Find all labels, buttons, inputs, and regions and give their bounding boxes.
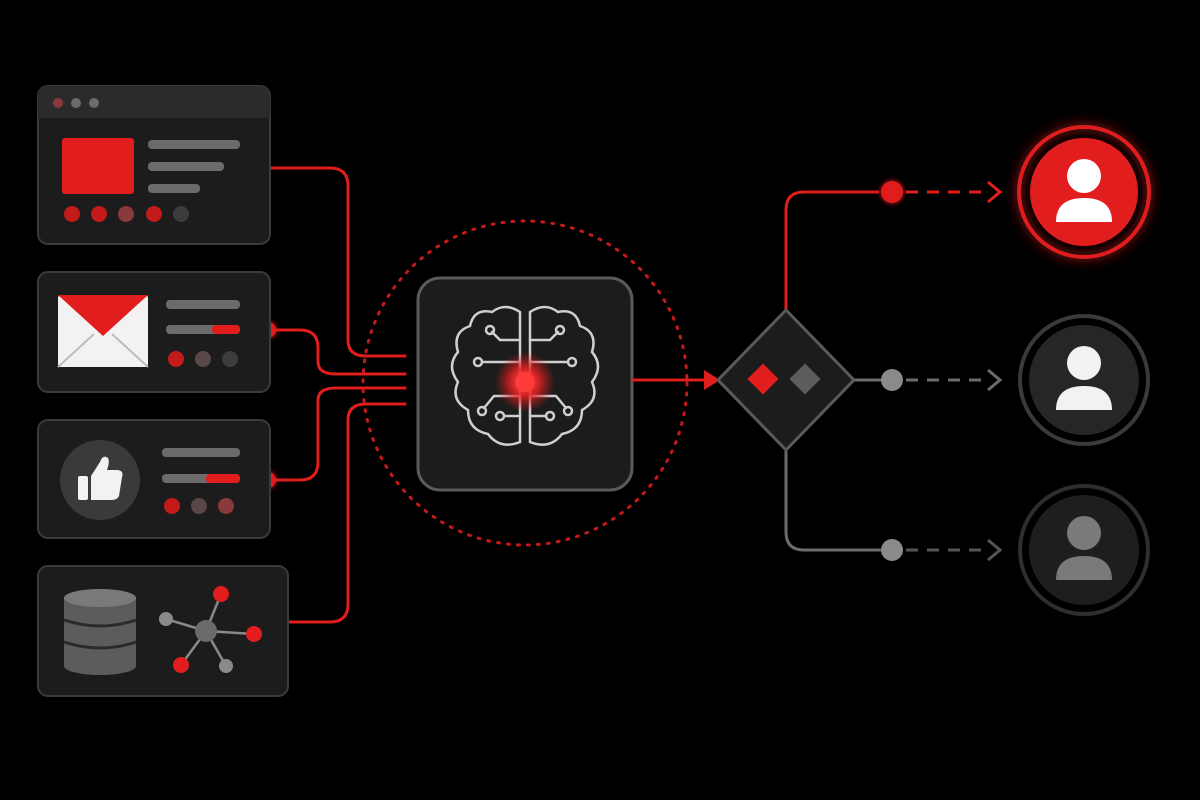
connector-web-page (268, 166, 407, 358)
database-icon (63, 589, 137, 675)
branch-primary (784, 190, 880, 312)
browser-window-icon (62, 138, 134, 194)
connector-database (288, 402, 407, 624)
user-icon (1056, 159, 1112, 222)
processor-dotted-ring (361, 219, 689, 547)
branch-tertiary (784, 448, 882, 552)
chevron-right-icon (987, 538, 1003, 562)
window-dot-icon (89, 98, 99, 108)
network-graph-icon (159, 586, 262, 673)
brain-circuit-icon (450, 305, 600, 446)
window-dot-icon (53, 98, 63, 108)
chevron-right-icon (987, 180, 1003, 204)
source-web-page-panel (37, 85, 271, 245)
source-social-panel (37, 419, 271, 539)
user-icon (1056, 346, 1112, 410)
source-database-panel (37, 565, 289, 697)
branch-node-tertiary (881, 539, 903, 561)
chevron-right-icon (987, 368, 1003, 392)
processor-core (515, 372, 535, 392)
envelope-icon (57, 295, 149, 368)
output-user-primary (1017, 125, 1151, 259)
dashed-arrows (906, 190, 990, 552)
input-connectors (266, 166, 407, 624)
user-icon (1056, 516, 1112, 580)
branch-node-primary (881, 181, 903, 203)
connector-email (266, 328, 407, 376)
output-user-tertiary (1018, 484, 1150, 616)
output-branches (784, 190, 882, 552)
arrowhead-icon (704, 370, 720, 390)
connector-social (266, 386, 407, 482)
branch-node-secondary (881, 369, 903, 391)
decision-diamond-icon (715, 307, 857, 453)
processor-box (416, 276, 634, 492)
thumbs-up-icon (78, 456, 123, 500)
source-email-panel (37, 271, 271, 393)
output-user-secondary (1018, 314, 1150, 446)
window-dot-icon (71, 98, 81, 108)
